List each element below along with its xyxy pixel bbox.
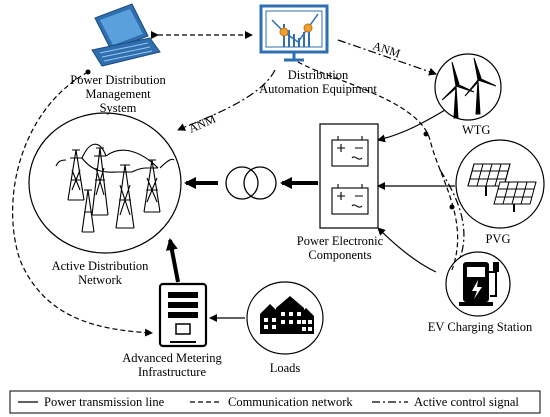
smart-meter-icon [158,282,208,348]
comm-arc-pdms-ami [12,71,153,337]
wind-turbine-icon [441,57,497,119]
comm-arc-dae-ev [297,61,459,271]
monitor-chart-icon [259,4,329,62]
transmission-tower-icon [55,143,175,233]
ev-charger-icon [459,262,499,306]
pdms-label-line2: Management [85,87,151,101]
comm-node-dot [449,204,455,210]
anm-line-to-wtg [337,39,437,76]
dae-label-line1: Distribution [288,68,349,82]
communication-network-lines [12,31,459,337]
bold-power-arrows [165,177,318,283]
legend-power-label: Power transmission line [44,395,165,409]
anm-label-left: ANM [187,111,219,135]
pvg-circle [455,139,545,229]
ev-circle [445,251,511,317]
power-line-wtg-pec [377,109,446,143]
adn-label-line1: Active Distribution [52,259,150,273]
loads-label: Loads [270,361,301,375]
wtg-label: WTG [462,123,490,137]
adn-ellipse [28,112,182,254]
houses-icon [260,296,314,334]
ami-label-line2: Infrastructure [138,365,206,379]
legend-control-label: Active control signal [414,395,519,409]
laptop-icon [91,3,161,67]
bold-arrow-ami-adn [165,238,180,283]
anm-line-to-adn [177,69,276,131]
ev-label: EV Charging Station [428,320,533,334]
comm-node-dot [423,131,429,137]
pvg-label: PVG [485,232,510,246]
adn-label-line2: Network [78,273,122,287]
battery-inverter-icon [331,136,369,215]
legend-comm-label: Communication network [228,395,353,409]
dae-label-line2: Automation Equipment [259,82,377,96]
wtg-circle [434,53,502,121]
legend-box [9,390,541,414]
pdms-label-line1: Power Distribution [70,73,166,87]
pdms-label-line3: System [100,101,137,115]
solar-panel-icon [467,163,537,212]
control-line-wtg-ev [439,169,465,259]
pec-label-line2: Components [308,248,371,262]
ami-label-line1: Advanced Metering [122,351,222,365]
transformer-icon [225,166,277,200]
pec-label-line1: Power Electronic [297,234,384,248]
power-lines [209,109,455,322]
loads-ellipse [246,281,324,355]
comm-node-dot [85,69,91,75]
power-line-ev-pec [377,227,437,273]
active-control-lines [177,39,465,259]
